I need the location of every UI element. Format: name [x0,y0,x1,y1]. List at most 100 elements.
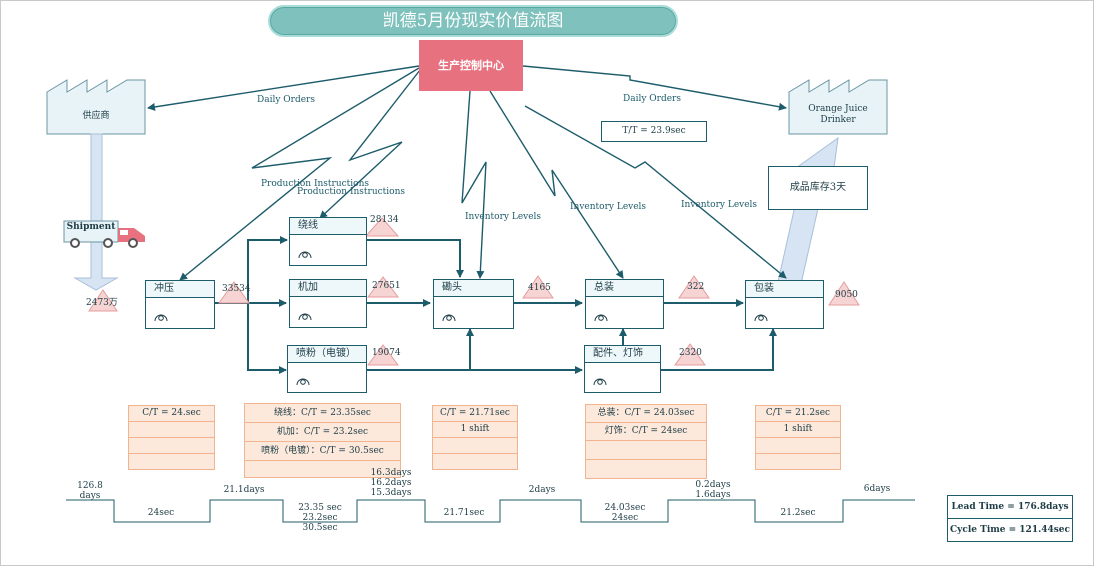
data-box-row: 机加：C/T = 23.2sec [245,423,400,442]
production-instructions-label-1: Production Instructions [261,179,369,189]
inventory-triangle-parts [674,343,706,366]
data-box-row [433,438,517,454]
operator-icon [296,378,310,386]
process-coating: 喷粉（电镀） [287,345,367,393]
inventory-triangle-assembly [678,275,710,299]
data-box-row: 灯饰：C/T = 24sec [586,423,706,441]
timeline-top-6: 6days [863,484,891,494]
process-machining: 机加 [289,279,367,328]
process-assembly: 总装 [585,279,664,329]
inventory-triangle-supplier [88,289,118,312]
operator-icon [754,314,768,322]
data-box-row: 绕线：C/T = 23.35sec [245,404,400,423]
data-box-row [433,454,517,469]
customer-ship-arrow [777,136,839,285]
timeline-line [66,499,915,523]
data-box-assembly: 总装：C/T = 24.03sec 灯饰：C/T = 24sec [585,404,707,479]
operator-icon [154,314,168,322]
timeline-bottom-5: 21.2sec [780,508,816,518]
data-box-row: C/T = 24.sec [129,406,214,422]
data-box-row: 1 shift [433,422,517,438]
operator-icon [593,378,607,386]
daily-orders-right-label: Daily Orders [623,94,681,104]
inventory-triangle-coating [367,344,399,366]
inventory-triangles [88,217,860,366]
timeline-top-5: 0.2days 1.6days [695,480,731,500]
process-packing-title: 包装 [746,281,823,298]
shipment-label: Shipment [66,222,116,232]
timeline-top-2: 21.1days [223,485,265,495]
customer-factory-shape [788,79,888,135]
data-box-row [756,438,840,454]
data-box-stamping: C/T = 24.sec [128,405,215,470]
truck-icon [63,220,145,248]
inventory-triangle-stamping [218,281,250,304]
information-flow-lines [147,65,787,281]
timeline-top-1: 126.8 days [77,481,103,501]
data-box-mid: 绕线：C/T = 23.35sec 机加：C/T = 23.2sec 喷粉（电镀… [244,403,401,478]
customer-label: Orange Juice Drinker [808,104,868,125]
process-assembly-title: 总装 [586,280,663,297]
process-coating-title: 喷粉（电镀） [288,346,366,363]
supplier-inventory: 2473万 [86,298,118,308]
data-box-packing: C/T = 21.2sec 1 shift [755,405,841,470]
data-box-row [129,422,214,438]
supplier-label: 供应商 [82,111,110,121]
timeline-bottom-1: 24sec [147,508,175,518]
lead-time-box: Lead Time = 176.8days [947,495,1073,519]
inventory-packing: 9050 [835,290,858,300]
data-box-row: C/T = 21.2sec [756,406,840,422]
data-box-row [756,454,840,469]
operator-icon [594,314,608,322]
process-head: 磡头 [433,279,514,329]
inventory-levels-label-3: Inventory Levels [681,200,758,210]
process-stamping-title: 冲压 [146,281,214,298]
process-packing: 包装 [745,280,824,329]
production-instructions-label-2: Production Instructions [297,187,405,197]
process-winding: 绕线 [289,217,367,266]
process-winding-title: 绕线 [290,218,366,235]
timeline-bottom-3: 21.71sec [443,508,485,518]
inventory-levels-label-2: Inventory Levels [570,202,647,212]
supplier-push-arrow [73,133,119,291]
inventory-winding: 28134 [370,215,399,225]
supplier-factory-shape [46,79,146,135]
timeline-bottom-4: 24.03sec 24sec [604,503,646,523]
inventory-triangle-winding [364,217,400,237]
data-box-row: C/T = 21.71sec [433,406,517,422]
inventory-parts: 2320 [679,348,702,358]
data-box-row [586,460,706,478]
production-control-center: 生产控制中心 [419,40,523,91]
data-box-row [586,441,706,460]
finished-goods-box: 成品库存3天 [768,166,868,210]
inventory-coating: 19074 [372,348,401,358]
process-stamping: 冲压 [145,280,215,329]
process-head-title: 磡头 [434,280,513,297]
inventory-head: 4165 [528,283,551,293]
inventory-machining: 27651 [372,281,401,291]
inventory-triangle-machining [367,276,399,298]
operator-icon [442,314,456,322]
page-title: 凯德5月份现实价值流图 [268,5,678,37]
inventory-levels-label-1: Inventory Levels [465,212,542,222]
process-parts: 配件、灯饰 [584,345,661,393]
data-box-row [129,438,214,454]
data-box-row: 喷粉（电镀）：C/T = 30.5sec [245,442,400,461]
data-box-row: 1 shift [756,422,840,438]
takt-time-box: T/T = 23.9sec [601,121,707,142]
inventory-stamping: 33534 [222,284,251,294]
data-box-row [129,454,214,469]
process-parts-title: 配件、灯饰 [585,346,660,363]
timeline-top-4: 2days [528,485,556,495]
timeline-top-3: 16.3days 16.2days 15.3days [370,468,412,498]
operator-icon [298,251,312,259]
inventory-triangle-packing [828,281,860,306]
data-box-head: C/T = 21.71sec 1 shift [432,405,518,470]
process-machining-title: 机加 [290,280,366,297]
material-flow-lines [214,236,777,374]
operator-icon [298,313,312,321]
daily-orders-left-label: Daily Orders [257,95,315,105]
inventory-assembly: 322 [687,282,705,292]
inventory-triangle-head [522,275,554,299]
timeline-bottom-2: 23.35 sec 23.2sec 30.5sec [298,503,342,533]
